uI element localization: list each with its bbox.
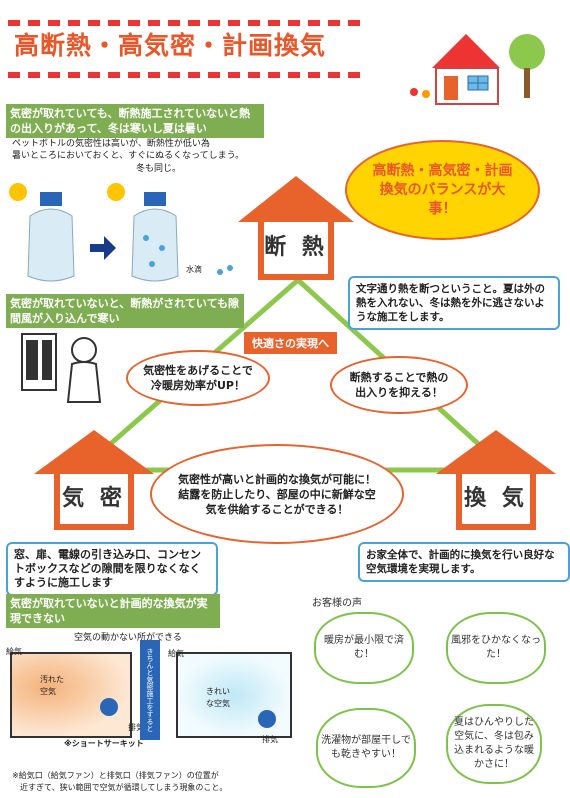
kimitsu-house: 気 密 bbox=[54, 474, 134, 530]
intake-label-right: 給気 bbox=[168, 649, 184, 658]
airtight-benefit-ellipse: 気密性をあげることで冷暖房効率がUP！ bbox=[126, 350, 270, 406]
title-dash-bottom bbox=[8, 72, 368, 78]
insulation-benefit-ellipse: 断熱することで熱の出入りを抑える！ bbox=[330, 356, 468, 414]
voice-2: 風邪をひかなくなった！ bbox=[446, 612, 546, 684]
voices-heading: お客様の声 bbox=[312, 598, 362, 609]
voice-4: 夏はひんやりした空気に、冬は包み込まれるような暖かさに！ bbox=[446, 704, 542, 784]
short-circuit-room bbox=[10, 652, 132, 738]
section3-heading: 気密が取れていないと計画的な換気が実現できない bbox=[6, 594, 220, 628]
exhaust-label-left: 排気 bbox=[128, 723, 144, 732]
dannetsu-description: 文字通り熱を断つということ。夏は外の熱を入れない、冬は熱を外に逃さないような施工… bbox=[348, 276, 560, 330]
comfort-label: 快適さの実現へ bbox=[244, 332, 337, 354]
section2-heading: 気密が取れていないと、断熱がされていても隙間風が入り込んで寒い bbox=[6, 294, 244, 328]
kanki-description: お家全体で、計画的に換気を行い良好な空気環境を実現します。 bbox=[358, 542, 570, 582]
note-line1: ※給気口（給気ファン）と排気口（排気ファン）の位置が bbox=[12, 771, 219, 780]
section1-text2: 暑いところにおいておくと、すぐにぬるくなってしまう。 bbox=[12, 151, 245, 161]
dirty-air-label: 汚れた空気 bbox=[40, 675, 64, 696]
note-line2: 近すぎて、狭い範囲で空気が循環してしまう現象のこと。 bbox=[20, 783, 228, 792]
stagnant-air-label: 空気の動かない所ができる bbox=[74, 633, 182, 643]
kimitsu-description: 窓、扉、電線の引き込み口、コンセントボックスなどの隙間を限りなくなくすように施工… bbox=[6, 542, 218, 596]
intake-label-left: 給気 bbox=[6, 647, 22, 656]
fan-right-icon bbox=[258, 710, 276, 728]
construction-arrow: きちんと気密施工をすると bbox=[140, 640, 160, 740]
ventilation-benefit-ellipse: 気密性が高いと計画的な換気が可能に！結露を防止したり、部屋の中に新鮮な空気を供給… bbox=[150, 444, 404, 544]
fan-left-icon bbox=[100, 698, 118, 716]
voice-3: 洗濯物が部屋干しでも乾きやすい！ bbox=[316, 708, 416, 788]
balance-bubble: 高断熱・高気密・計画換気のバランスが大事！ bbox=[345, 140, 540, 240]
short-circuit-label: ※ショートサーキット bbox=[64, 739, 144, 748]
section1-text3: 冬も同じ。 bbox=[136, 164, 182, 174]
condensation-label: 水滴 bbox=[186, 265, 202, 274]
kanki-house: 換 気 bbox=[456, 474, 536, 530]
voice-1: 暖房が最小限で済む！ bbox=[314, 612, 414, 684]
clean-air-label: きれいな空気 bbox=[206, 687, 230, 708]
bottle-illustration bbox=[9, 183, 233, 282]
cold-person-illustration bbox=[21, 333, 102, 403]
kanki-roof bbox=[436, 430, 556, 474]
section1-heading: 気密が取れていても、断熱施工されていないと熱の出入りがあって、冬は寒いし夏は暑い bbox=[6, 104, 264, 138]
house-illustration bbox=[410, 34, 545, 105]
title-dash-top bbox=[8, 20, 368, 26]
exhaust-label-right: 排気 bbox=[262, 735, 278, 744]
page-title: 高断熱・高気密・計画換気 bbox=[14, 31, 327, 60]
section1-text1: ペットボトルの気密性は高いが、断熱性が低い為 bbox=[12, 139, 210, 149]
dannetsu-house: 断 熱 bbox=[258, 222, 334, 280]
kimitsu-roof bbox=[34, 430, 154, 474]
dannetsu-roof bbox=[238, 176, 354, 222]
